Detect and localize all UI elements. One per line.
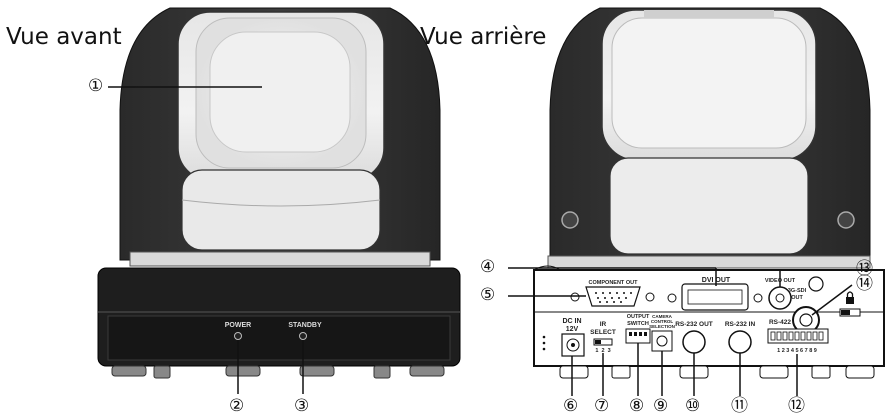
rs232-in-label: RS-232 IN (725, 321, 756, 328)
rs232-out-port (682, 330, 706, 354)
dc-in-label-line1: DC IN (562, 318, 581, 325)
front-lens (209, 31, 351, 153)
ir-select-positions: 1 2 3 (595, 348, 610, 354)
callout-6: ⑥ (563, 396, 579, 416)
rear-camera: COMPONENT OUT DVI OUT VIDEO OUT 3G-SDI O… (508, 7, 885, 396)
ir-select-label-line2: SELECT (590, 329, 616, 336)
callout-1: ① (88, 76, 104, 96)
callout-11: ⑪ (731, 396, 748, 416)
dvi-out-port (667, 283, 763, 311)
rear-view-title: Vue arrière (420, 24, 547, 50)
callout-5: ⑤ (480, 285, 496, 305)
sdi-out-label-line1: 3G-SDI (788, 288, 807, 294)
front-camera: POWER STANDBY (97, 7, 461, 394)
dc-in-label-line2: 12V (566, 326, 579, 333)
component-out-port (570, 286, 655, 307)
rear-screw-right (837, 211, 855, 229)
output-switch-label-line2: SWITCH (627, 321, 649, 327)
callout-9: ⑨ (653, 396, 669, 416)
power-led (234, 332, 242, 340)
callout-13: ⑬ (856, 259, 873, 279)
callout-10: ⑩ (685, 396, 701, 416)
camera-control-label-line2: CONTROL (651, 319, 673, 324)
camera-control-label-line1: CAMERA (652, 314, 672, 319)
ir-select-label-line1: IR (600, 321, 607, 328)
power-label: POWER (225, 322, 251, 329)
rs422-label: RS-422 (769, 319, 791, 326)
callout-3: ③ (294, 396, 310, 416)
callout-4: ④ (480, 257, 496, 277)
camera-control-label-line3: SELECTION (649, 324, 675, 329)
callout-2: ② (229, 396, 245, 416)
ir-select-switch (593, 338, 613, 346)
callout-12: ⑫ (788, 396, 805, 416)
front-view-title: Vue avant (6, 24, 122, 50)
callout-14: ⑭ (856, 274, 873, 294)
lock-icon (846, 291, 854, 304)
output-switch-label-line1: OUTPUT (627, 314, 650, 320)
standby-label: STANDBY (288, 322, 322, 329)
callout-7: ⑦ (594, 396, 610, 416)
rs422-pin-numbers: 1 2 3 4 5 6 7 8 9 (777, 348, 817, 354)
rs232-out-label: RS-232 OUT (675, 321, 713, 328)
callout-8: ⑧ (629, 396, 645, 416)
sdi-out-label-line2: OUT (791, 295, 803, 301)
standby-led (299, 332, 307, 340)
component-out-label: COMPONENT OUT (589, 280, 639, 286)
rear-screw-left (561, 211, 579, 229)
rs232-in-port (728, 330, 752, 354)
